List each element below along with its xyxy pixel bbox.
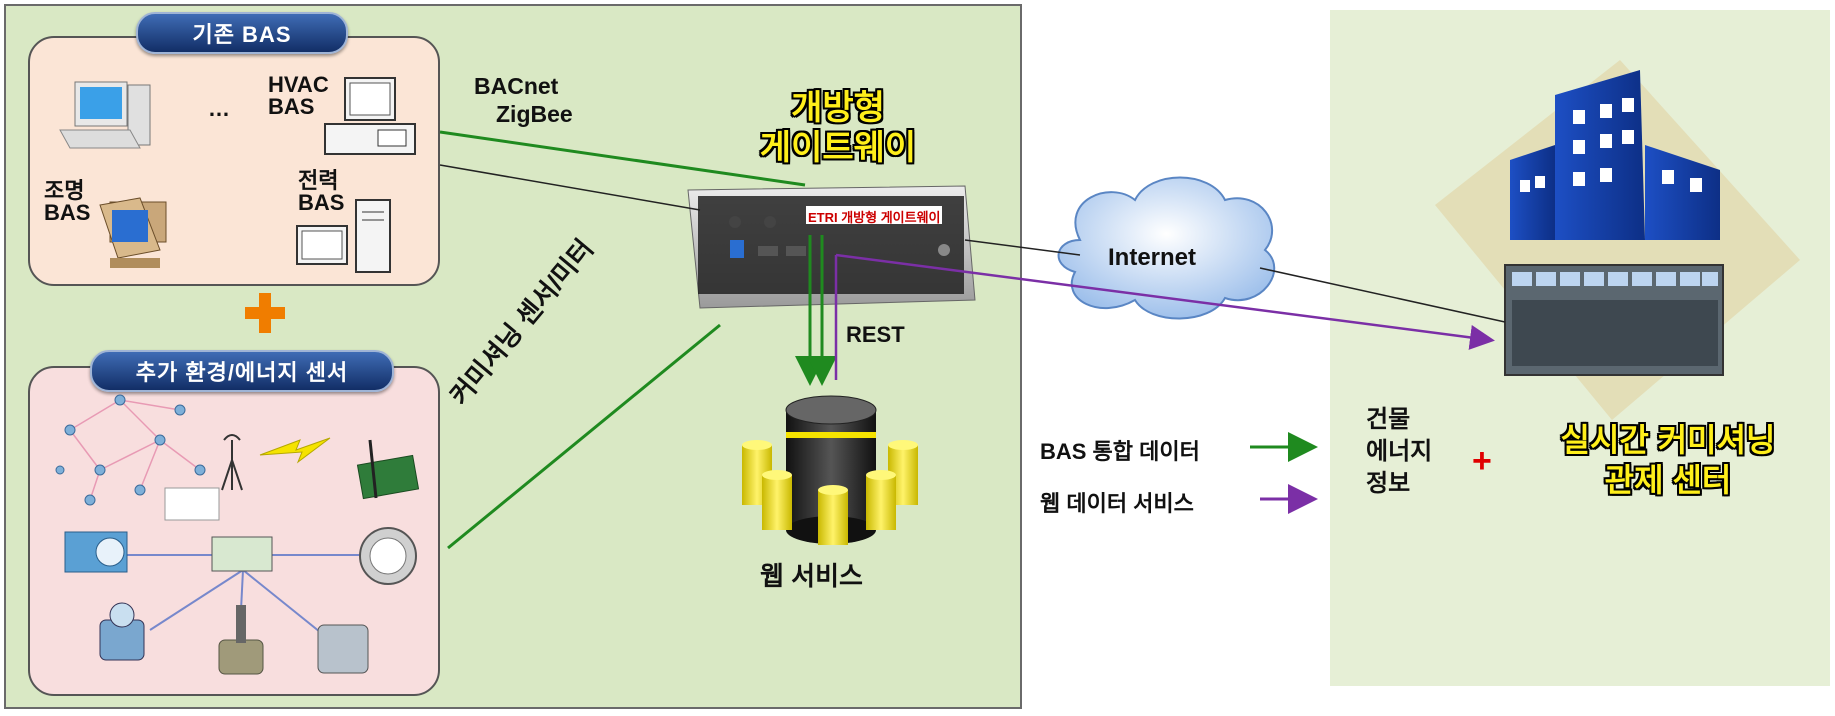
- lighting-computer-icon: [99, 197, 167, 268]
- existing-bas-header: 기존 BAS: [136, 12, 348, 54]
- internet-label: Internet: [1108, 244, 1197, 271]
- network-card-icon: [356, 439, 420, 500]
- hvac-computer-icon: [324, 77, 416, 155]
- sensor-legend-icon: [164, 487, 220, 521]
- power-computer-icon: [296, 199, 391, 273]
- rest-label: REST: [846, 322, 905, 347]
- ellipsis-text: …: [208, 96, 230, 121]
- database-icon: [742, 395, 918, 545]
- temperature-sensor-icon: [218, 605, 264, 675]
- sensor-header: 추가 환경/에너지 센서: [90, 350, 394, 392]
- internet-to-center-line: [1259, 267, 1506, 323]
- control-center-title: 실시간 커미셔닝 관제 센터: [1560, 422, 1776, 498]
- flow-meter-icon: [99, 602, 145, 661]
- sensor-nodes-icon: [55, 394, 206, 506]
- legend-green-label: BAS 통합 데이터: [1040, 439, 1200, 464]
- hub-device-icon: [211, 536, 273, 572]
- web-data-line: [835, 253, 1495, 350]
- electric-meter-icon: [359, 527, 417, 585]
- gateway-device-icon: [687, 185, 976, 309]
- antenna-icon: [221, 434, 243, 491]
- gw-to-internet-line: [964, 239, 1081, 256]
- gas-meter-icon: [317, 624, 369, 674]
- orange-plus-icon: [245, 293, 285, 333]
- legend-purple-label: 웹 데이터 서비스: [1040, 491, 1194, 516]
- red-plus-icon: +: [1472, 442, 1492, 480]
- bas-wire-line: [439, 164, 701, 211]
- internet-cloud-icon: [1057, 176, 1276, 320]
- web-service-label: 웹 서비스: [760, 561, 863, 591]
- desktop-pc-icon: [59, 81, 151, 149]
- bacnet-line: [439, 130, 806, 187]
- sensor-line: [447, 323, 721, 550]
- control-center-icon: [1435, 60, 1800, 420]
- sensor-network-icon: [69, 399, 201, 501]
- gateway-device-label: ETRI 개방형 게이트웨이: [808, 210, 941, 225]
- wireless-bolt-icon: [259, 437, 331, 464]
- water-meter-icon: [64, 531, 128, 573]
- building-energy-label: 건물 에너지 정보: [1366, 406, 1433, 497]
